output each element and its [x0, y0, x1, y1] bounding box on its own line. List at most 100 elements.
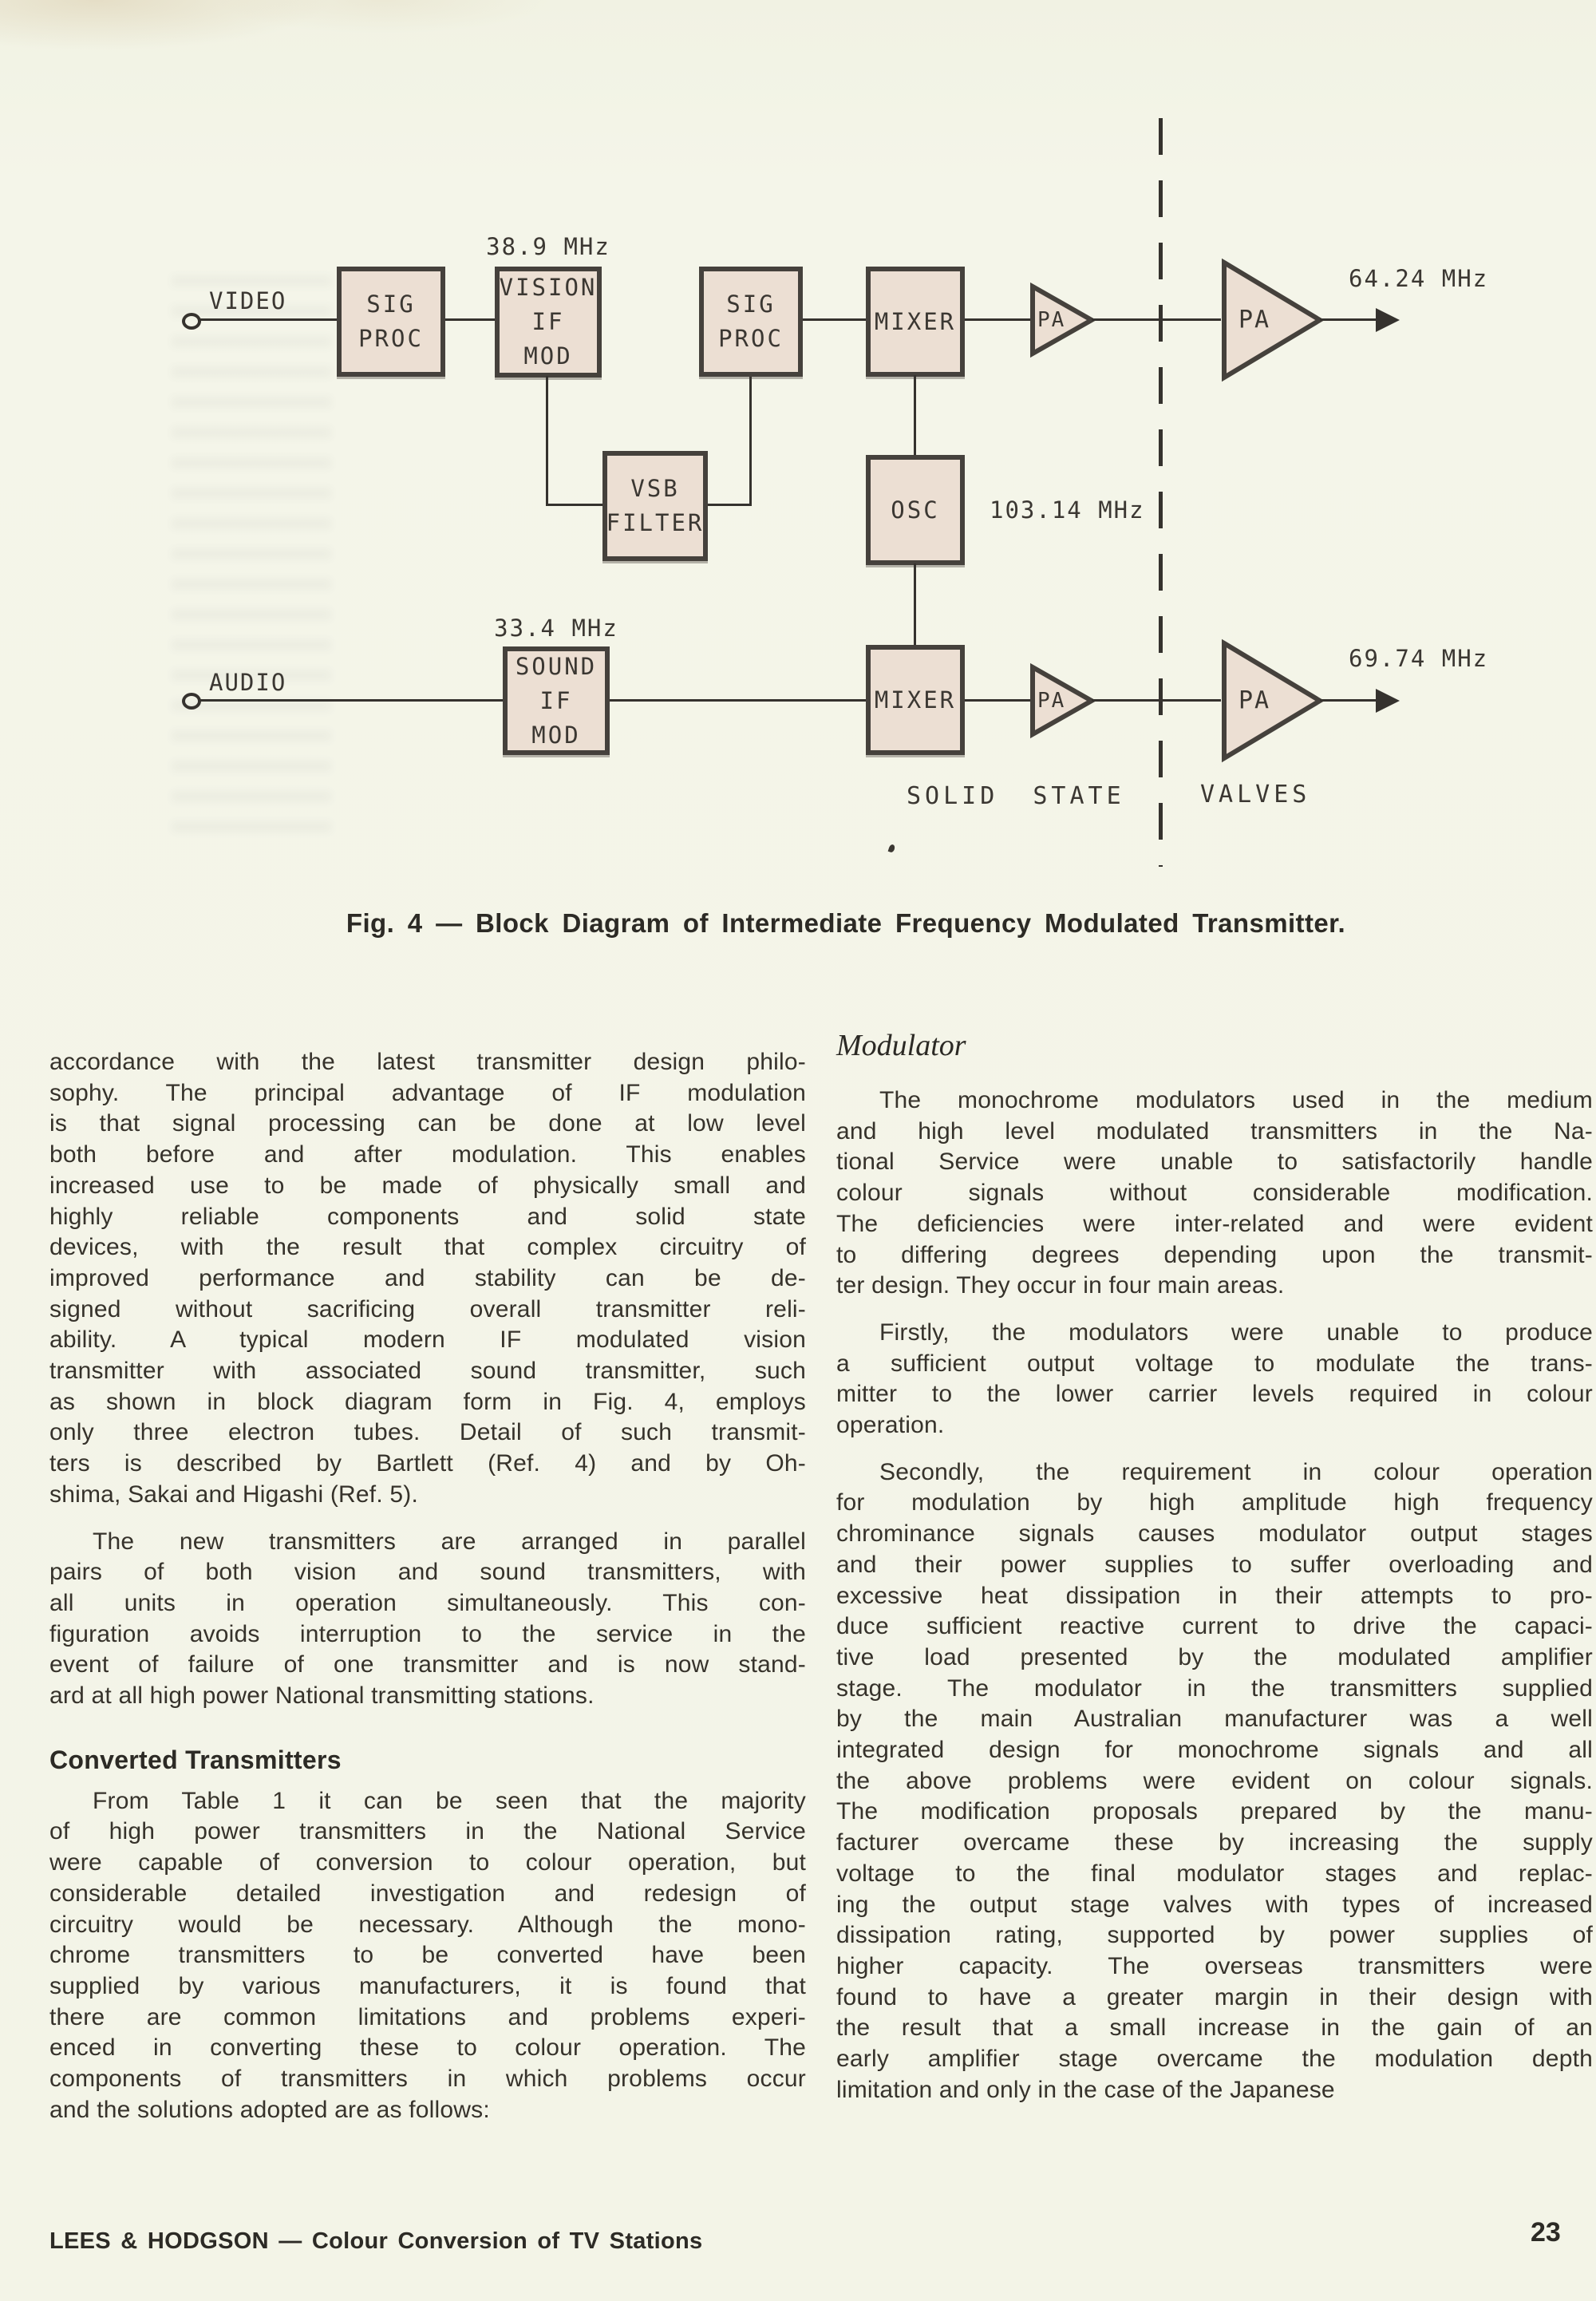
wire-into-vsb: [546, 504, 605, 506]
wire-audio-to-soundifmod: [200, 699, 503, 702]
footer-credit: LEES & HODGSON — Colour Conversion of TV…: [49, 2228, 703, 2254]
text-line: enced in converting these to colour oper…: [49, 2034, 806, 2062]
text-line: sophy. The principal advantage of IF mod…: [49, 1079, 806, 1106]
text-line: increased use to be made of physically s…: [49, 1172, 806, 1199]
vision-if-frequency-label: 38.9 MHz: [486, 233, 610, 260]
wire-sound-output: [1320, 699, 1377, 702]
text-line: stage. The modulator in the transmitters…: [836, 1674, 1593, 1702]
text-line: integrated design for monochrome signals…: [836, 1737, 1593, 1764]
pa-label: PA: [1037, 308, 1066, 332]
text-line: tive load presented by the modulated amp…: [836, 1643, 1593, 1670]
pa-amplifier-sound-driver: PA: [1029, 662, 1097, 739]
wire-mixer1-to-pa1: [965, 318, 1033, 321]
wire-vision-output: [1320, 318, 1377, 321]
text-line: figuration avoids interruption to the se…: [49, 1620, 806, 1647]
text-line: chrominance signals causes modulator out…: [836, 1520, 1593, 1548]
paragraph: Secondly, the requirement in colour oper…: [836, 1457, 1593, 2106]
text-line: facturer overcame these by increasing th…: [836, 1829, 1593, 1856]
block-sig-proc-1: SIG PROC: [337, 267, 445, 377]
vision-output-arrow-icon: [1376, 308, 1400, 332]
figure-caption: Fig. 4 — Block Diagram of Intermediate F…: [346, 908, 1346, 938]
text-line: supplied by various manufacturers, it is…: [49, 1972, 806, 1999]
pa-amplifier-sound-final: PA: [1221, 639, 1325, 763]
text-line: ability. A typical modern IF modulated v…: [49, 1326, 806, 1354]
text-line: operation.: [836, 1412, 945, 1439]
wire-mixer2-to-pa3: [965, 699, 1033, 702]
paragraph: Firstly, the modulators were unable to p…: [836, 1318, 1593, 1441]
pa-amplifier-vision-final: PA: [1221, 258, 1325, 382]
text-line: mitter to the lower carrier levels requi…: [836, 1381, 1593, 1408]
pa-amplifier-vision-driver: PA: [1029, 282, 1097, 358]
wire-soundifmod-to-mixer2: [610, 699, 866, 702]
text-line: voltage to the final modulator stages an…: [836, 1860, 1593, 1887]
video-input-label: VIDEO: [209, 287, 287, 314]
vision-output-frequency-label: 64.24 MHz: [1349, 265, 1489, 292]
text-line: Secondly, the requirement in colour oper…: [879, 1458, 1593, 1485]
page-number: 23: [1531, 2217, 1561, 2248]
wire-pa1-to-pa2: [1092, 318, 1221, 321]
sound-output-frequency-label: 69.74 MHz: [1349, 645, 1489, 672]
text-line: shima, Sakai and Higashi (Ref. 5).: [49, 1481, 419, 1508]
ink-speck: [887, 844, 896, 853]
triangle-amplifier-icon: [1222, 258, 1325, 382]
text-line: event of failure of one transmitter and …: [49, 1651, 806, 1678]
wire-osc-to-mixer2: [914, 563, 916, 646]
text-line: to differing degrees depending upon the …: [836, 1241, 1593, 1268]
text-line: transmitter with associated sound transm…: [49, 1358, 806, 1385]
text-line: only three electron tubes. Detail of suc…: [49, 1419, 806, 1446]
pa-label: PA: [1238, 306, 1271, 334]
text-line: The monochrome modulators used in the me…: [879, 1087, 1593, 1113]
text-line: ing the output stage valves with types o…: [836, 1891, 1593, 1918]
block-vision-if-mod: VISION IF MOD: [495, 267, 602, 378]
block-sig-proc-2: SIG PROC: [699, 267, 803, 377]
left-text-column: accordance with the latest transmitter d…: [49, 1047, 806, 2126]
text-line: The deficiencies were inter-related and …: [836, 1210, 1593, 1237]
text-line: considerable detailed investigation and …: [49, 1880, 806, 1907]
text-line: and their power supplies to suffer overl…: [836, 1551, 1593, 1578]
sound-output-arrow-icon: [1376, 689, 1400, 713]
text-line: accordance with the latest transmitter d…: [49, 1049, 806, 1075]
text-line: circuitry would be necessary. Although t…: [49, 1911, 806, 1938]
text-line: the above problems were evident on colou…: [836, 1767, 1593, 1794]
text-line: components of transmitters in which prob…: [49, 2066, 806, 2093]
text-line: colour signals without considerable modi…: [836, 1180, 1593, 1207]
text-line: ard at all high power National transmitt…: [49, 1682, 595, 1710]
section-heading: Modulator: [836, 1029, 966, 1062]
text-line: limitation and only in the case of the J…: [836, 2076, 1335, 2103]
text-line: ters is described by Bartlett (Ref. 4) a…: [49, 1450, 806, 1477]
text-line: The modification proposals prepared by t…: [836, 1798, 1593, 1825]
sound-if-frequency-label: 33.4 MHz: [494, 615, 618, 642]
triangle-amplifier-icon: [1222, 639, 1325, 763]
text-line: dissipation rating, supported by power s…: [836, 1922, 1593, 1949]
text-line: for modulation by high amplitude high fr…: [836, 1489, 1593, 1516]
block-sound-if-mod: SOUND IF MOD: [503, 646, 610, 755]
text-line: chrome transmitters to be converted have…: [49, 1942, 806, 1969]
wire-sigproc1-to-visionifmod: [445, 318, 495, 321]
region-label-solid-state: SOLID STATE: [907, 782, 1125, 810]
block-osc: OSC: [866, 455, 965, 565]
text-line: by the main Australian manufacturer was …: [836, 1706, 1593, 1733]
text-line: tional Service were unable to satisfacto…: [836, 1149, 1593, 1176]
pa-label: PA: [1037, 689, 1066, 713]
video-input-terminal: [182, 313, 201, 330]
text-line: of high power transmitters in the Nation…: [49, 1818, 806, 1845]
text-line: higher capacity. The overseas transmitte…: [836, 1952, 1593, 1979]
audio-input-terminal: [182, 693, 201, 710]
text-line: and high level modulated transmitters in…: [836, 1117, 1593, 1145]
text-line: Firstly, the modulators were unable to p…: [879, 1319, 1593, 1346]
reverse-side-ghosting: [172, 275, 331, 834]
wire-vsb-up-to-sigproc2: [749, 375, 752, 506]
text-line: From Table 1 it can be seen that the maj…: [93, 1787, 806, 1814]
text-line: improved performance and stability can b…: [49, 1264, 806, 1291]
wire-visionifmod-down: [546, 376, 548, 506]
paragraph: accordance with the latest transmitter d…: [49, 1047, 806, 1511]
paragraph: The new transmitters are arranged in par…: [49, 1527, 806, 1712]
text-line: were capable of conversion to colour ope…: [49, 1849, 806, 1876]
text-line: signed without sacrificing overall trans…: [49, 1295, 806, 1322]
text-line: is that signal processing can be done at…: [49, 1110, 806, 1137]
text-line: early amplifier stage overcame the modul…: [836, 2046, 1593, 2073]
triangle-amplifier-icon: [1030, 282, 1097, 358]
osc-frequency-label: 103.14 MHz: [990, 496, 1145, 524]
text-line: both before and after modulation. This e…: [49, 1141, 806, 1168]
